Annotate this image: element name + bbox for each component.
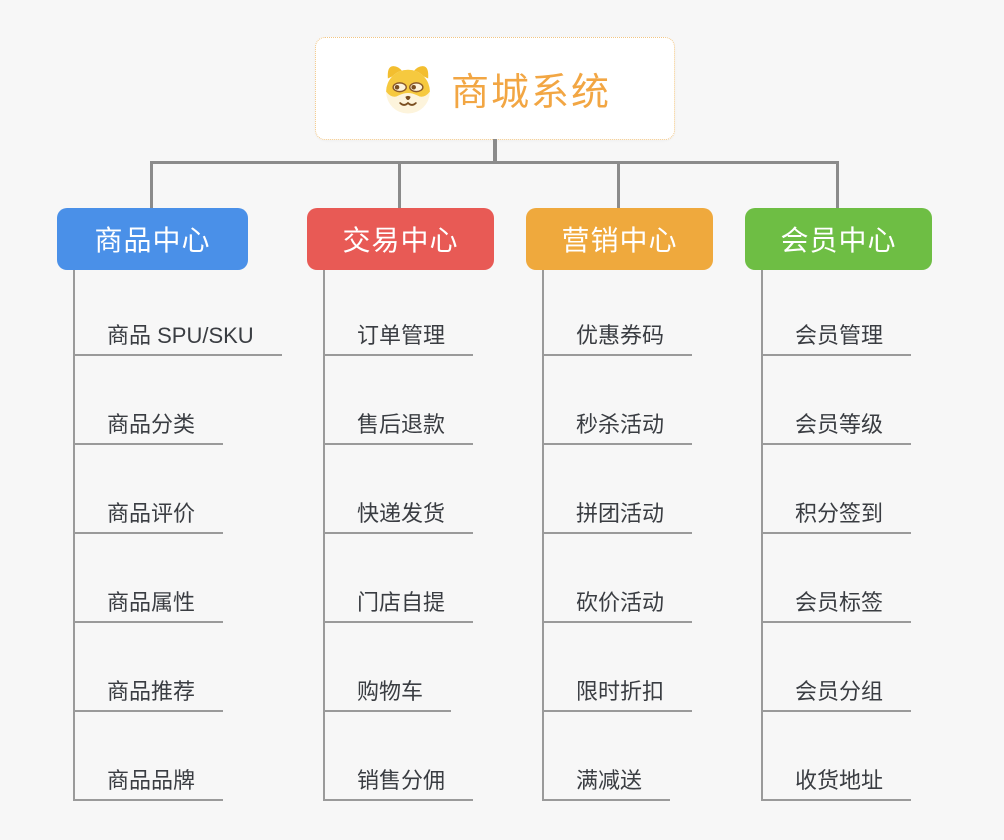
mindmap-node-label: 商品评价 xyxy=(107,501,196,526)
connector-stem xyxy=(493,139,497,163)
mindmap-node-label: 会员管理 xyxy=(795,323,884,348)
mindmap-node-label: 砍价活动 xyxy=(576,590,665,615)
branch-header[interactable]: 营销中心 xyxy=(526,208,713,270)
connector-stub xyxy=(836,163,839,209)
mindmap-node-label: 会员标签 xyxy=(795,590,884,615)
branch-trunk-line xyxy=(761,270,763,801)
mindmap-node[interactable]: 商品分类 xyxy=(73,356,224,445)
mindmap-node[interactable]: 秒杀活动 xyxy=(542,356,693,445)
mindmap-node-label: 商品分类 xyxy=(107,412,196,437)
connector-stub xyxy=(617,163,620,209)
mindmap-node[interactable]: 积分签到 xyxy=(761,445,912,534)
mindmap-node-label: 收货地址 xyxy=(795,768,884,793)
mindmap-node[interactable]: 优惠券码 xyxy=(542,267,693,356)
mindmap-node-label: 拼团活动 xyxy=(576,501,665,526)
mindmap-node[interactable]: 拼团活动 xyxy=(542,445,693,534)
mindmap-node[interactable]: 收货地址 xyxy=(761,712,912,801)
branch-trunk-line xyxy=(73,270,75,801)
mindmap-node[interactable]: 订单管理 xyxy=(323,267,474,356)
branch-column: 会员中心 会员管理会员等级积分签到会员标签会员分组收货地址 xyxy=(745,208,932,801)
shiba-dog-icon xyxy=(386,65,430,113)
connector-horizontal xyxy=(150,161,839,164)
root-title: 商城系统 xyxy=(450,72,611,114)
mindmap-node[interactable]: 满减送 xyxy=(542,712,671,801)
mindmap-node-label: 快递发货 xyxy=(357,501,446,526)
mindmap-node-label: 会员分组 xyxy=(795,679,884,704)
branch-header[interactable]: 交易中心 xyxy=(307,208,494,270)
branch-label: 会员中心 xyxy=(780,225,897,256)
mindmap-node-label: 门店自提 xyxy=(357,590,446,615)
mindmap-node-label: 秒杀活动 xyxy=(576,412,665,437)
branch-items: 订单管理售后退款快递发货门店自提购物车销售分佣 xyxy=(323,267,474,801)
mindmap-node[interactable]: 会员等级 xyxy=(761,356,912,445)
branch-items: 优惠券码秒杀活动拼团活动砍价活动限时折扣满减送 xyxy=(542,267,693,801)
connector-stub xyxy=(150,163,153,209)
mindmap-node-label: 商品 SPU/SKU xyxy=(107,323,254,348)
branch-column: 营销中心 优惠券码秒杀活动拼团活动砍价活动限时折扣满减送 xyxy=(526,208,713,801)
mindmap-node[interactable]: 销售分佣 xyxy=(323,712,474,801)
mindmap-node-label: 会员等级 xyxy=(795,412,884,437)
mindmap-node[interactable]: 商品品牌 xyxy=(73,712,224,801)
mindmap-node[interactable]: 砍价活动 xyxy=(542,534,693,623)
mindmap-node-label: 售后退款 xyxy=(357,412,446,437)
branch-items: 商品 SPU/SKU 商品分类商品评价商品属性商品推荐商品品牌 xyxy=(73,267,282,801)
mindmap-node-label: 商品属性 xyxy=(107,590,196,615)
mindmap-node-label: 优惠券码 xyxy=(576,323,665,348)
branch-trunk-line xyxy=(542,270,544,801)
mindmap-node[interactable]: 门店自提 xyxy=(323,534,474,623)
mindmap-node[interactable]: 商品评价 xyxy=(73,445,224,534)
mindmap-node-label: 订单管理 xyxy=(357,323,446,348)
mindmap-node-label: 商品品牌 xyxy=(107,768,196,793)
mindmap-node[interactable]: 快递发货 xyxy=(323,445,474,534)
branch-column: 商品中心 商品 SPU/SKU 商品分类商品评价商品属性商品推荐商品品牌 xyxy=(57,208,282,801)
mindmap-node-label: 购物车 xyxy=(357,679,424,704)
branch-header[interactable]: 商品中心 xyxy=(57,208,248,270)
branch-label: 交易中心 xyxy=(342,225,459,256)
branch-label: 营销中心 xyxy=(561,225,678,256)
branch-label: 商品中心 xyxy=(94,225,211,256)
mindmap-node-label: 限时折扣 xyxy=(576,679,665,704)
mindmap-node-label: 积分签到 xyxy=(795,501,884,526)
branch-trunk-line xyxy=(323,270,325,801)
mindmap-node[interactable]: 限时折扣 xyxy=(542,623,693,712)
mindmap-node-label: 销售分佣 xyxy=(357,768,446,793)
mindmap-node[interactable]: 会员标签 xyxy=(761,534,912,623)
mindmap-node-label: 满减送 xyxy=(576,768,643,793)
branch-items: 会员管理会员等级积分签到会员标签会员分组收货地址 xyxy=(761,267,912,801)
mindmap-node[interactable]: 会员管理 xyxy=(761,267,912,356)
mindmap-node[interactable]: 会员分组 xyxy=(761,623,912,712)
mindmap-node[interactable]: 商品 SPU/SKU xyxy=(73,267,282,356)
mindmap-node[interactable]: 商品属性 xyxy=(73,534,224,623)
connector-stub xyxy=(398,163,401,209)
root-node[interactable]: 商城系统 xyxy=(315,37,675,140)
mindmap-node-label: 商品推荐 xyxy=(107,679,196,704)
branch-column: 交易中心 订单管理售后退款快递发货门店自提购物车销售分佣 xyxy=(307,208,494,801)
branch-header[interactable]: 会员中心 xyxy=(745,208,932,270)
mindmap-node[interactable]: 售后退款 xyxy=(323,356,474,445)
mindmap-node[interactable]: 商品推荐 xyxy=(73,623,224,712)
mindmap-node[interactable]: 购物车 xyxy=(323,623,452,712)
